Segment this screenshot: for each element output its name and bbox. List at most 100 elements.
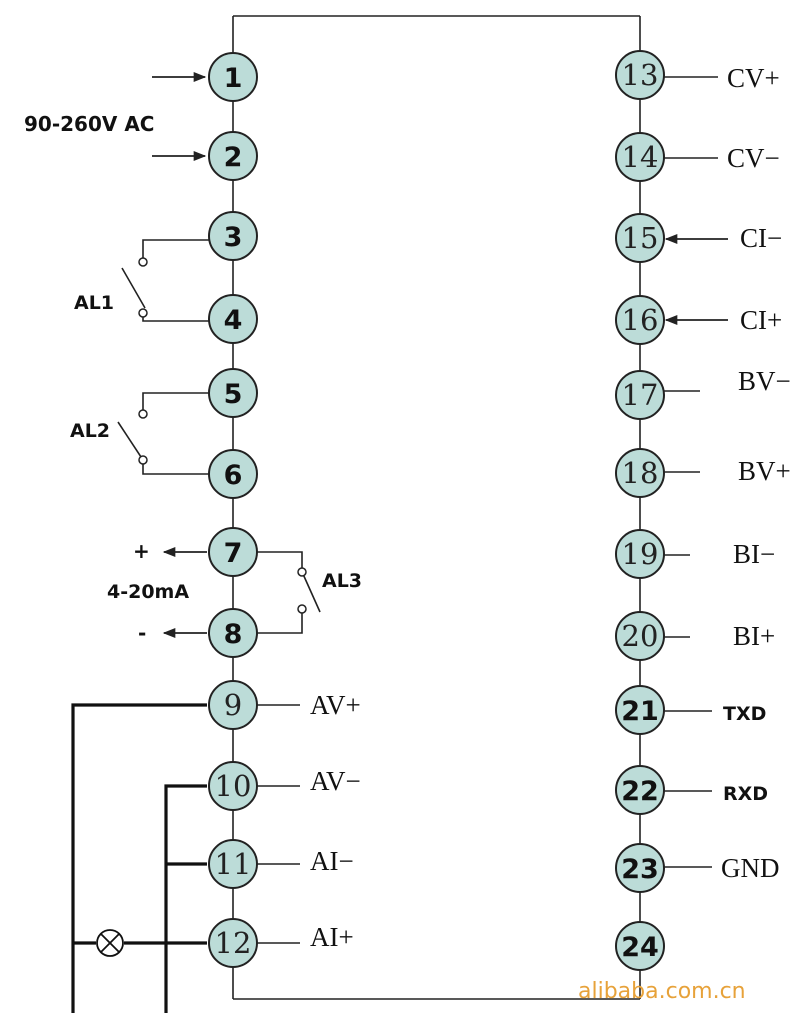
relay-al1-contact <box>121 239 210 322</box>
terminal-circle <box>615 132 665 182</box>
terminal-circle <box>615 529 665 579</box>
terminal-number: 23 <box>621 854 659 885</box>
signal-ai-plus: AI+ <box>310 922 354 952</box>
terminal-circle <box>615 685 665 735</box>
terminal-number: 4 <box>224 305 243 336</box>
terminal-20: 20 <box>615 611 665 661</box>
terminal-10: 10 <box>208 761 258 811</box>
signal-cv-plus: CV+ <box>727 63 780 93</box>
terminal-number: 10 <box>215 769 252 803</box>
terminal-23: 23 <box>615 843 665 893</box>
terminal-number: 1 <box>224 63 243 94</box>
terminal-circle <box>615 448 665 498</box>
terminal-8: 8 <box>208 608 258 658</box>
terminal-circle <box>208 608 258 658</box>
right-signal-leads <box>663 76 728 868</box>
lamp-symbol <box>96 929 124 957</box>
terminal-18: 18 <box>615 448 665 498</box>
signal-bv-plus: BV+ <box>738 456 791 486</box>
terminal-circle <box>208 294 258 344</box>
signal-av-plus: AV+ <box>310 690 361 720</box>
terminal-circle <box>615 843 665 893</box>
terminal-16: 16 <box>615 295 665 345</box>
terminal-circle <box>208 368 258 418</box>
terminal-2: 2 <box>208 131 258 181</box>
signal-av-minus: AV− <box>310 766 361 796</box>
terminal-number: 15 <box>622 221 659 255</box>
terminal-7: 7 <box>208 527 258 577</box>
terminal-number: 8 <box>224 619 243 650</box>
terminal-number: 18 <box>622 456 659 490</box>
terminal-number: 9 <box>224 688 242 722</box>
terminal-circle <box>615 921 665 971</box>
terminal-number: 22 <box>621 776 659 807</box>
current-output-plus: + <box>133 539 150 563</box>
current-output-arrows <box>162 546 207 639</box>
signal-bv-minus: BV− <box>738 366 791 396</box>
signal-bi-minus: BI− <box>733 539 775 569</box>
relay-al3-contact <box>257 551 321 634</box>
device-outline <box>232 15 641 1000</box>
terminal-9: 9 <box>208 680 258 730</box>
terminal-circle <box>615 370 665 420</box>
terminal-number: 5 <box>224 379 243 410</box>
terminal-number: 21 <box>621 696 659 727</box>
signal-ci-minus: CI− <box>740 223 782 253</box>
terminal-13: 13 <box>615 50 665 100</box>
signal-cv-minus: CV− <box>727 143 780 173</box>
terminal-number: 11 <box>215 847 252 881</box>
relay-al1-label: AL1 <box>74 292 114 314</box>
terminal-22: 22 <box>615 765 665 815</box>
terminal-1: 1 <box>208 52 258 102</box>
terminal-14: 14 <box>615 132 665 182</box>
terminal-17: 17 <box>615 370 665 420</box>
current-output-range: 4-20mA <box>107 581 189 603</box>
relay-al3-label: AL3 <box>322 570 362 592</box>
terminal-number: 7 <box>224 538 243 569</box>
field-wiring <box>71 703 207 1013</box>
terminal-circle <box>208 918 258 968</box>
terminal-5: 5 <box>208 368 258 418</box>
terminal-circle <box>208 449 258 499</box>
terminal-circle <box>208 52 258 102</box>
terminal-12: 12 <box>208 918 258 968</box>
terminal-circle <box>208 211 258 261</box>
signal-ai-minus: AI− <box>310 846 354 876</box>
terminal-number: 13 <box>622 58 659 92</box>
terminals-right: 13 14 15 16 17 18 19 20 21 22 23 24 <box>615 50 665 971</box>
watermark: alibaba.com.cn <box>578 979 746 1004</box>
terminal-19: 19 <box>615 529 665 579</box>
left-signal-leads <box>257 704 300 944</box>
terminal-number: 3 <box>224 222 243 253</box>
terminal-circle <box>208 131 258 181</box>
terminal-number: 20 <box>622 619 659 653</box>
terminal-circle <box>208 839 258 889</box>
power-label: 90-260V AC <box>24 112 154 136</box>
terminal-number: 12 <box>215 926 252 960</box>
signal-ci-plus: CI+ <box>740 305 782 335</box>
terminal-number: 14 <box>622 140 659 174</box>
terminal-24: 24 <box>615 921 665 971</box>
terminal-21: 21 <box>615 685 665 735</box>
terminal-number: 19 <box>622 537 659 571</box>
terminal-number: 16 <box>622 303 659 337</box>
terminal-4: 4 <box>208 294 258 344</box>
terminal-circle <box>208 527 258 577</box>
terminal-circle <box>208 761 258 811</box>
terminal-3: 3 <box>208 211 258 261</box>
terminal-circle <box>615 295 665 345</box>
terminal-number: 2 <box>224 142 243 173</box>
terminal-number: 17 <box>622 378 659 412</box>
terminal-15: 15 <box>615 213 665 263</box>
relay-al2-label: AL2 <box>70 420 110 442</box>
relay-al2-contact <box>117 392 210 475</box>
terminal-number: 6 <box>224 460 243 491</box>
terminal-6: 6 <box>208 449 258 499</box>
signal-bi-plus: BI+ <box>733 621 775 651</box>
current-output-minus: - <box>138 621 146 645</box>
signal-rxd: RXD <box>723 783 768 805</box>
signal-gnd: GND <box>721 853 780 883</box>
terminal-circle <box>615 611 665 661</box>
